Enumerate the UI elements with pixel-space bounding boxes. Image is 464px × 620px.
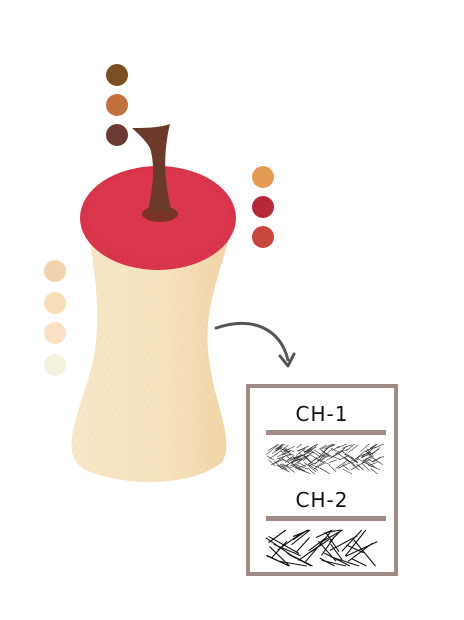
legend-label-ch1: CH-1 xyxy=(295,402,349,426)
apple-stem xyxy=(132,124,172,212)
coarse-crosshatch-icon xyxy=(265,529,378,567)
curved-arrow-icon xyxy=(214,321,290,362)
swatch-left-top-2 xyxy=(106,94,128,116)
swatch-left-top-1 xyxy=(106,64,128,86)
swatch-left-top-3 xyxy=(106,124,128,146)
swatch-left-bottom-1 xyxy=(44,260,66,282)
swatch-right-1 xyxy=(252,166,274,188)
swatch-left-bottom-4 xyxy=(44,354,66,376)
swatch-right-2 xyxy=(252,196,274,218)
swatch-right-3 xyxy=(252,226,274,248)
legend-label-ch2: CH-2 xyxy=(295,488,349,512)
fine-crosshatch-icon xyxy=(266,444,384,474)
swatch-left-bottom-3 xyxy=(44,322,66,344)
hatch-legend: CH-1 CH-2 xyxy=(246,384,398,576)
legend-divider-2 xyxy=(266,516,386,521)
swatch-left-bottom-2 xyxy=(44,292,66,314)
legend-divider-1 xyxy=(266,430,386,435)
